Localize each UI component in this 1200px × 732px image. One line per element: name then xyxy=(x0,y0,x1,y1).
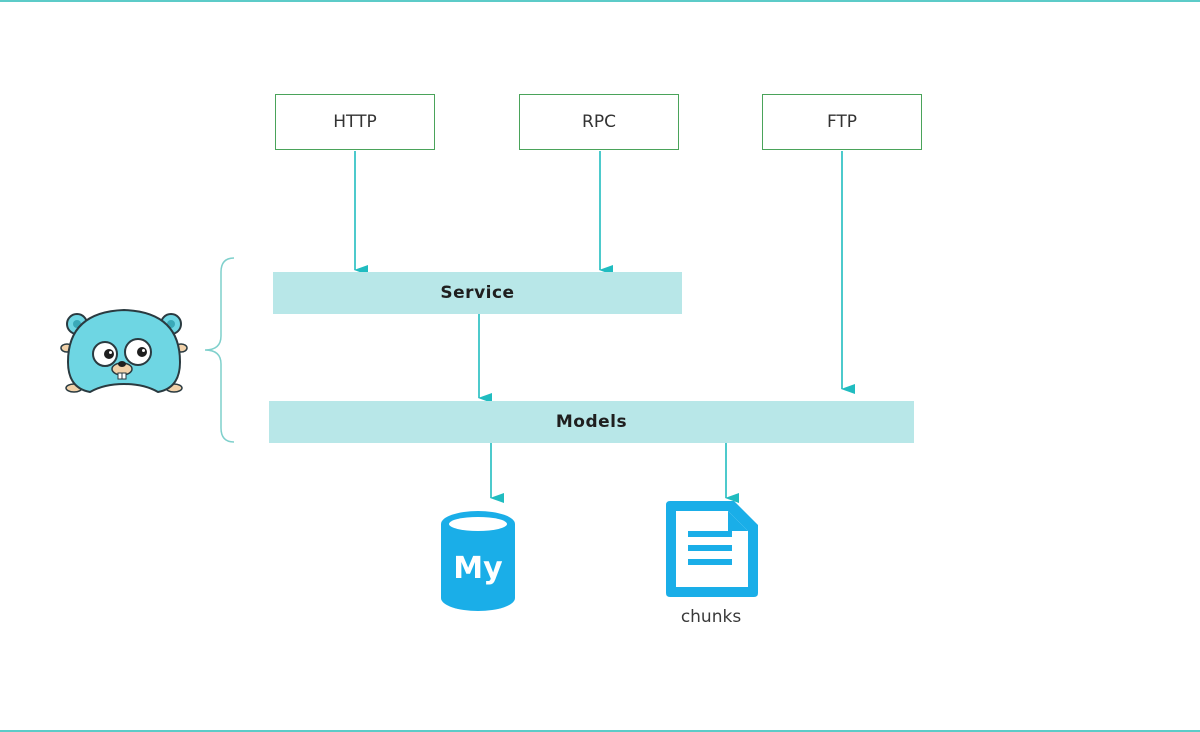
models-layer: Models xyxy=(269,401,914,443)
mysql-icon-text: My xyxy=(453,551,503,586)
models-label: Models xyxy=(555,412,628,432)
mysql-database-icon: My xyxy=(440,510,516,616)
rpc-box: RPC xyxy=(519,94,679,150)
top-border-line xyxy=(0,0,1200,2)
http-box: HTTP xyxy=(275,94,435,150)
rpc-label: RPC xyxy=(582,112,616,132)
bottom-border-line xyxy=(0,730,1200,732)
go-gopher-icon xyxy=(58,302,190,402)
ftp-label: FTP xyxy=(826,112,858,132)
ftp-box: FTP xyxy=(762,94,922,150)
http-label: HTTP xyxy=(333,112,377,132)
service-label: Service xyxy=(440,283,515,303)
document-file-icon xyxy=(664,499,760,603)
grouping-brace xyxy=(204,257,235,443)
service-layer: Service xyxy=(273,272,682,314)
chunks-label: chunks xyxy=(680,607,742,627)
